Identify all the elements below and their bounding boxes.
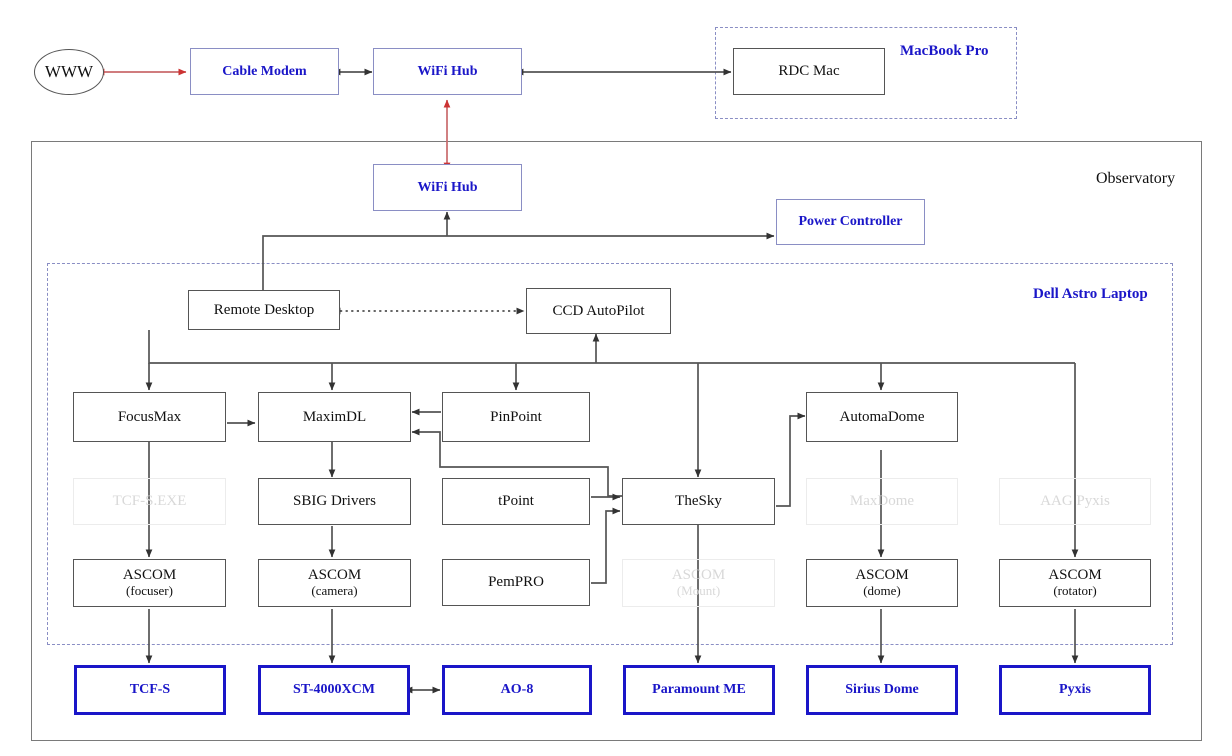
node-aag-pyxis: AAG Pyxis: [999, 478, 1151, 525]
node-ascom-rotator[interactable]: ASCOM (rotator): [999, 559, 1151, 607]
node-tcfs[interactable]: TCF-S: [74, 665, 226, 715]
node-ao8[interactable]: AO-8: [442, 665, 592, 715]
node-www-label: WWW: [44, 62, 94, 81]
node-tcfs-exe-label: TCF-S.EXE: [112, 493, 187, 510]
node-wifi-hub-external-label: WiFi Hub: [417, 63, 478, 79]
node-ascom-camera[interactable]: ASCOM (camera): [258, 559, 411, 607]
node-wifi-hub-external[interactable]: WiFi Hub: [373, 48, 522, 95]
node-ascom-rotator-sublabel: (rotator): [1053, 583, 1097, 599]
node-pempro[interactable]: PemPRO: [442, 559, 590, 606]
group-observatory: [31, 141, 1202, 741]
node-sbig-drivers-label: SBIG Drivers: [293, 493, 376, 510]
node-pyxis-label: Pyxis: [1059, 682, 1091, 698]
node-rdc-mac[interactable]: RDC Mac: [733, 48, 885, 95]
node-ascom-camera-label: ASCOM: [307, 567, 362, 584]
node-tcfs-label: TCF-S: [129, 682, 171, 698]
node-automadome-label: AutomaDome: [839, 408, 925, 425]
node-pempro-label: PemPRO: [488, 574, 544, 591]
node-tpoint-label: tPoint: [498, 493, 534, 510]
node-thesky[interactable]: TheSky: [622, 478, 775, 525]
node-remote-desktop-label: Remote Desktop: [213, 301, 315, 318]
node-maxdome: MaxDome: [806, 478, 958, 525]
node-ccd-autopilot[interactable]: CCD AutoPilot: [526, 288, 671, 334]
node-paramount-me-label: Paramount ME: [652, 682, 746, 698]
node-ascom-camera-sublabel: (camera): [311, 583, 358, 599]
node-wifi-hub-observatory[interactable]: WiFi Hub: [373, 164, 522, 211]
node-ascom-mount-label: ASCOM: [671, 567, 726, 584]
node-ascom-focuser-sublabel: (focuser): [126, 583, 173, 599]
node-sirius-dome[interactable]: Sirius Dome: [806, 665, 958, 715]
node-st4000xcm[interactable]: ST-4000XCM: [258, 665, 410, 715]
node-ascom-rotator-label: ASCOM: [1048, 567, 1102, 584]
node-maximdl-label: MaximDL: [302, 408, 367, 425]
group-dell-astro-laptop: [47, 263, 1173, 645]
node-paramount-me[interactable]: Paramount ME: [623, 665, 775, 715]
node-ascom-focuser[interactable]: ASCOM (focuser): [73, 559, 226, 607]
node-aag-pyxis-label: AAG Pyxis: [1040, 493, 1110, 510]
node-ascom-dome-sublabel: (dome): [863, 583, 901, 599]
node-tcfs-exe: TCF-S.EXE: [73, 478, 226, 525]
node-cable-modem-label: Cable Modem: [222, 63, 307, 79]
node-st4000xcm-label: ST-4000XCM: [293, 682, 375, 698]
node-rdc-mac-label: RDC Mac: [778, 63, 840, 80]
node-wifi-hub-observatory-label: WiFi Hub: [417, 179, 478, 195]
node-ascom-dome-label: ASCOM: [855, 567, 909, 584]
node-sirius-dome-label: Sirius Dome: [845, 682, 919, 698]
node-ascom-dome[interactable]: ASCOM (dome): [806, 559, 958, 607]
node-tpoint[interactable]: tPoint: [442, 478, 590, 525]
node-ccd-autopilot-label: CCD AutoPilot: [552, 302, 645, 319]
node-pinpoint[interactable]: PinPoint: [442, 392, 590, 442]
node-focusmax[interactable]: FocusMax: [73, 392, 226, 442]
node-ascom-focuser-label: ASCOM: [122, 567, 177, 584]
node-remote-desktop[interactable]: Remote Desktop: [188, 290, 340, 330]
node-maximdl[interactable]: MaximDL: [258, 392, 411, 442]
node-power-controller-label: Power Controller: [798, 214, 903, 230]
group-observatory-label: Observatory: [1096, 170, 1176, 187]
node-power-controller[interactable]: Power Controller: [776, 199, 925, 245]
node-ascom-mount-sublabel: (Mount): [676, 583, 721, 599]
node-pyxis[interactable]: Pyxis: [999, 665, 1151, 715]
node-maxdome-label: MaxDome: [849, 493, 915, 510]
group-dell-astro-laptop-label: Dell Astro Laptop: [1033, 286, 1148, 302]
node-thesky-label: TheSky: [675, 493, 722, 510]
node-ao8-label: AO-8: [500, 682, 534, 698]
node-automadome[interactable]: AutomaDome: [806, 392, 958, 442]
group-macbook-pro-label: MacBook Pro: [900, 43, 989, 59]
node-ascom-mount: ASCOM (Mount): [622, 559, 775, 607]
node-focusmax-label: FocusMax: [117, 408, 182, 425]
node-www[interactable]: WWW: [34, 49, 104, 95]
node-cable-modem[interactable]: Cable Modem: [190, 48, 339, 95]
node-pinpoint-label: PinPoint: [490, 408, 542, 425]
node-sbig-drivers[interactable]: SBIG Drivers: [258, 478, 411, 525]
